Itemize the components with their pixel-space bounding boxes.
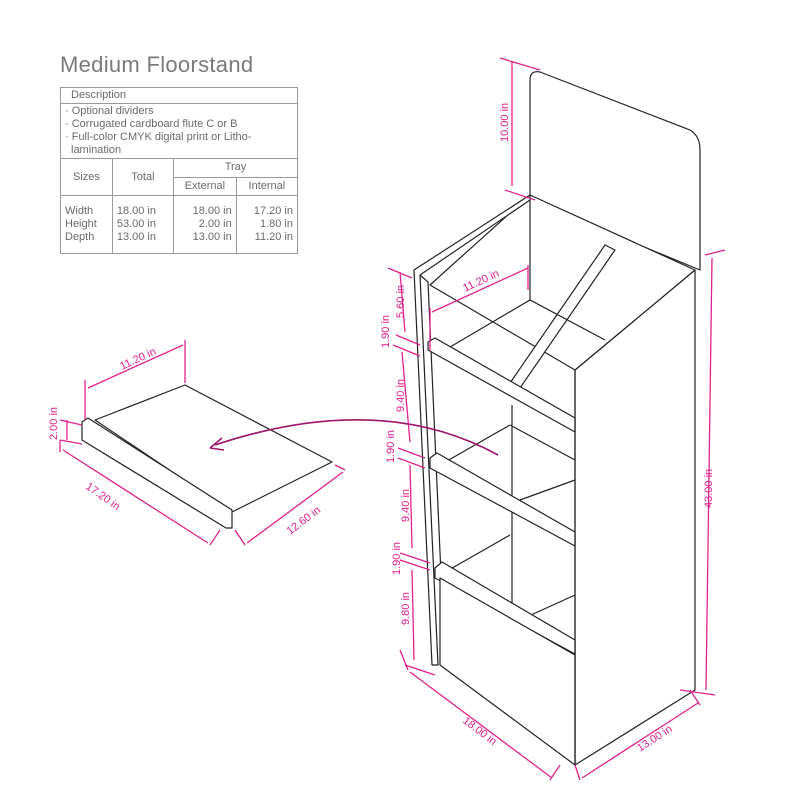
description-item: · Corrugated cardboard flute C or B — [65, 118, 238, 130]
dim-depth: 13.00 in — [635, 723, 674, 754]
dim-shelf-3: 9.80 in — [400, 592, 412, 625]
description-item: lamination — [71, 144, 122, 156]
cell-value: 18.00 in — [192, 205, 232, 217]
dimension-lines — [59, 57, 726, 781]
cell-value: 13.00 in — [116, 231, 156, 243]
page-title: Medium Floorstand — [60, 52, 254, 77]
arrowhead-icon — [209, 437, 225, 451]
dim-shelf-1: 9.40 in — [395, 379, 407, 412]
cell-value: 13.00 in — [192, 231, 232, 243]
dim-shelf-2: 9.40 in — [400, 489, 412, 522]
cell-value: 11.20 in — [254, 231, 293, 243]
dim-width: 18.00 in — [460, 715, 498, 748]
floorstand — [413, 71, 701, 766]
tray-dim-height: 2.00 in — [48, 407, 60, 440]
cell-value: 1.80 in — [259, 218, 293, 230]
header-panel — [529, 71, 701, 271]
description-header-text: Description — [71, 89, 127, 101]
tray-dim-depth: 11.20 in — [118, 346, 158, 373]
dim-top-gap: 5.60 in — [395, 285, 407, 318]
dim-lip-3: 1.90 in — [391, 542, 403, 575]
description-list: · Optional dividers · Corrugated cardboa… — [60, 103, 298, 159]
total-values: 18.00 in 53.00 in 13.00 in — [111, 195, 175, 254]
cell-value: 53.00 in — [116, 218, 156, 230]
header-external: External — [173, 176, 237, 196]
dim-lip-2: 1.90 in — [385, 430, 397, 463]
external-values: 18.00 in 2.00 in 13.00 in — [173, 195, 237, 254]
dim-header-height: 10.00 in — [499, 103, 511, 142]
cell-value: 18.00 in — [116, 205, 156, 217]
tray-lip — [81, 417, 233, 529]
row-label: Width — [65, 205, 94, 217]
dim-lip-1: 1.90 in — [380, 315, 392, 348]
header-tray: Tray — [173, 158, 298, 178]
row-label: Depth — [65, 231, 95, 243]
dim-total-height: 43.00 in — [703, 469, 715, 508]
header-total: Total — [111, 158, 175, 196]
header-sizes: Sizes — [60, 158, 113, 196]
row-labels: Width Height Depth — [60, 195, 113, 254]
tray-dim-width: 17.20 in — [83, 481, 122, 513]
description-item: · Full-color CMYK digital print or Litho… — [65, 131, 252, 143]
row-label: Height — [65, 218, 97, 230]
shelf-lip-2 — [429, 452, 576, 547]
left-panel-inner — [419, 274, 446, 666]
cell-value: 17.20 in — [253, 205, 293, 217]
tray-placement-arrow — [209, 419, 499, 456]
spec-table: Description · Optional dividers · Corrug… — [60, 87, 299, 254]
description-item: · Optional dividers — [65, 105, 154, 117]
tray-dim-length: 12.60 in — [285, 504, 323, 537]
cell-value: 2.00 in — [198, 218, 232, 230]
internal-values: 17.20 in 1.80 in 11.20 in — [235, 195, 299, 254]
